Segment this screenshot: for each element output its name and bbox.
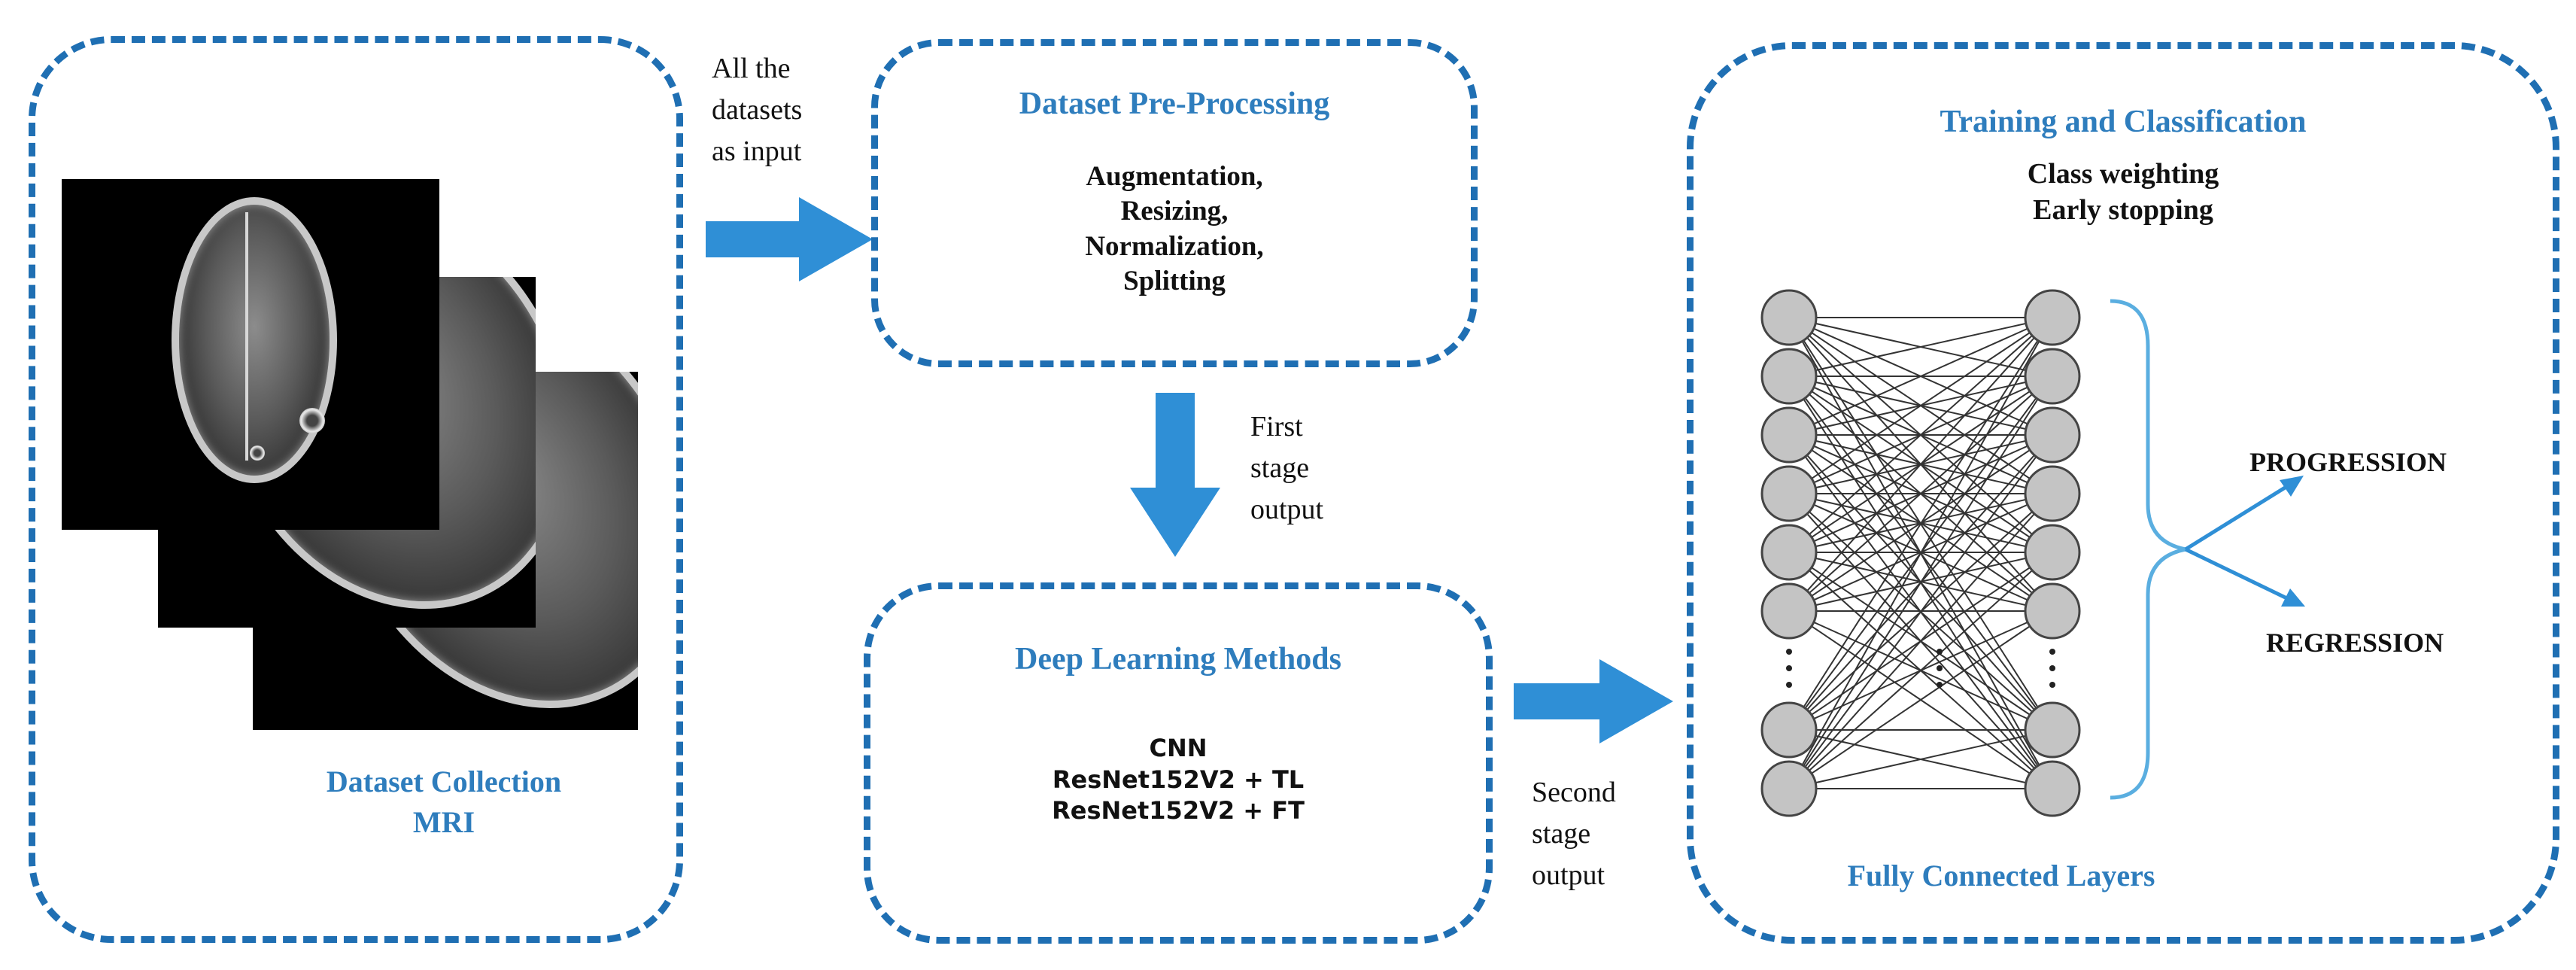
preprocessing-title: Dataset Pre-Processing — [1019, 87, 1330, 121]
deep-learning-items: CNN ResNet152V2 + TL ResNet152V2 + FT — [864, 733, 1493, 827]
connection-line — [1788, 376, 2053, 612]
connection-line — [1788, 376, 2053, 789]
connection-line — [1788, 552, 2053, 789]
input-node — [1760, 524, 1818, 581]
arrowhead-icon — [2280, 476, 2304, 497]
hidden-node — [2024, 524, 2081, 581]
deep-learning-title: Deep Learning Methods — [1015, 642, 1341, 677]
connection-line — [1788, 317, 2053, 494]
arrowhead-icon — [2281, 588, 2305, 607]
list-item: CNN — [1149, 734, 1208, 762]
list-item: Augmentation, — [1086, 161, 1263, 192]
training-title: Training and Classification — [1940, 105, 2307, 139]
connection-line — [1788, 729, 2053, 789]
list-item: ResNet152V2 + TL — [1052, 765, 1305, 794]
input-node — [1760, 701, 1818, 759]
hidden-node — [2024, 406, 2081, 464]
ellipsis-dot — [1786, 665, 1792, 671]
connection-line — [1788, 317, 2053, 612]
ellipsis-dot — [1786, 649, 1792, 655]
brace-icon — [2110, 299, 2186, 800]
connection-line — [1788, 610, 2053, 789]
training-items: Class weighting Early stopping — [1687, 157, 2559, 228]
connection-line — [1788, 317, 2053, 377]
hidden-node — [2024, 465, 2081, 522]
arrow-to-training — [1514, 659, 1673, 743]
hidden-node — [2024, 582, 2081, 640]
ellipsis-dot — [1937, 682, 1943, 688]
deep-learning-box — [864, 582, 1493, 944]
arrow-to-deep-learning — [1130, 393, 1220, 557]
input-node — [1760, 406, 1818, 464]
input-node — [1760, 760, 1818, 817]
hidden-node — [2024, 348, 2081, 405]
hidden-node — [2024, 760, 2081, 817]
connection-line — [1788, 317, 2053, 436]
input-node — [1760, 465, 1818, 522]
connection-line — [1788, 317, 2053, 731]
list-item: ResNet152V2 + FT — [1052, 796, 1305, 826]
preprocessing-items: Augmentation, Resizing, Normalization, S… — [871, 160, 1478, 299]
network-label: Fully Connected Layers — [1847, 859, 2155, 892]
list-item: Normalization, — [1085, 230, 1264, 262]
ellipsis-dot — [1937, 649, 1943, 655]
ellipsis-dot — [2049, 682, 2055, 688]
hidden-node — [2024, 701, 2081, 759]
dataset-collection-box — [29, 36, 683, 943]
arrow-to-preprocessing — [706, 197, 873, 281]
list-item: Class weighting — [2027, 158, 2219, 190]
output-arrow-down — [2184, 547, 2296, 604]
input-node — [1760, 348, 1818, 405]
output-regression: REGRESSION — [2266, 628, 2444, 658]
ellipsis-dot — [2049, 665, 2055, 671]
arrow1-note: All the datasets as input — [712, 53, 803, 168]
list-item: Early stopping — [2033, 193, 2213, 226]
arrow2-note: First stage output — [1250, 411, 1324, 526]
dataset-collection-title: Dataset Collection MRI — [326, 765, 562, 839]
mri-slice-1 — [62, 179, 439, 530]
preprocessing-box — [871, 39, 1478, 367]
training-box — [1687, 42, 2559, 944]
list-item: Splitting — [1123, 265, 1226, 296]
fully-connected-network — [1760, 289, 2305, 817]
connection-line — [1788, 493, 2053, 789]
connection-line — [1788, 317, 2053, 553]
connection-line — [1788, 317, 2053, 789]
input-node — [1760, 289, 1818, 346]
output-arrow-up — [2184, 479, 2296, 552]
ellipsis-dot — [2049, 649, 2055, 655]
output-progression: PROGRESSION — [2249, 447, 2447, 477]
hidden-node — [2024, 289, 2081, 346]
connection-line — [1788, 434, 2053, 789]
ellipsis-dot — [1786, 682, 1792, 688]
list-item: Resizing, — [1120, 196, 1229, 227]
ellipsis-dot — [1937, 665, 1943, 671]
arrow3-note: Second stage output — [1532, 777, 1616, 892]
input-node — [1760, 582, 1818, 640]
